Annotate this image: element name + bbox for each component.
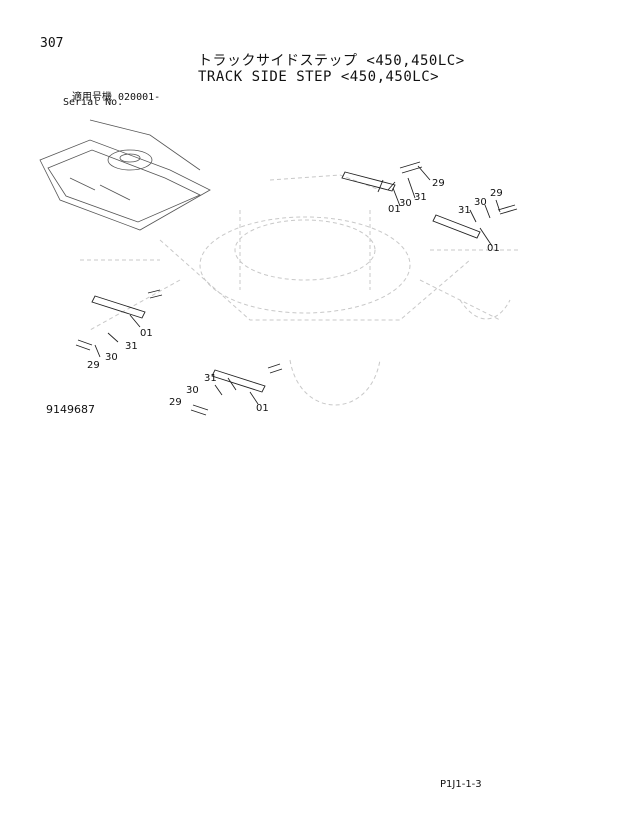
- page-number: 307: [40, 36, 64, 51]
- title-english: TRACK SIDE STEP <450,450LC>: [198, 69, 440, 85]
- callout-label: 01: [487, 243, 500, 254]
- drawing-number: 9149687: [46, 403, 95, 416]
- step-assembly-d: [190, 363, 283, 416]
- callout-label: 30: [186, 385, 199, 396]
- callout-label: 30: [474, 197, 487, 208]
- callout-label: 31: [458, 205, 471, 216]
- callout-label: 01: [256, 403, 269, 414]
- callout-label: 29: [169, 397, 182, 408]
- callout-label: 01: [388, 204, 401, 215]
- callouts-d: 31 30 29 01: [169, 373, 269, 414]
- title-japanese: トラックサイドステップ <450,450LC>: [198, 53, 465, 69]
- page-code: P1J1-1-3: [440, 779, 482, 790]
- step-assembly-a: [341, 161, 431, 207]
- callouts-a: 29 31 30 01: [388, 178, 445, 215]
- callout-label: 29: [87, 360, 100, 371]
- step-assembly-b: [432, 199, 518, 247]
- serial-label-english: Serial No.: [63, 97, 124, 108]
- callouts-c: 01 31 30 29: [87, 328, 153, 371]
- track-frame-sketch: [39, 119, 211, 231]
- step-assembly-c: [75, 289, 163, 358]
- machine-silhouette: [80, 174, 520, 406]
- callout-label: 01: [140, 328, 153, 339]
- callout-label: 29: [432, 178, 445, 189]
- callout-label: 31: [204, 373, 217, 384]
- callout-label: 31: [125, 341, 138, 352]
- callouts-b: 29 30 31 01: [458, 188, 503, 254]
- callout-label: 29: [490, 188, 503, 199]
- callout-label: 31: [414, 192, 427, 203]
- serial-label-japanese: 適用号機 020001-: [72, 92, 161, 103]
- callout-label: 30: [105, 352, 118, 363]
- callout-label: 30: [399, 198, 412, 209]
